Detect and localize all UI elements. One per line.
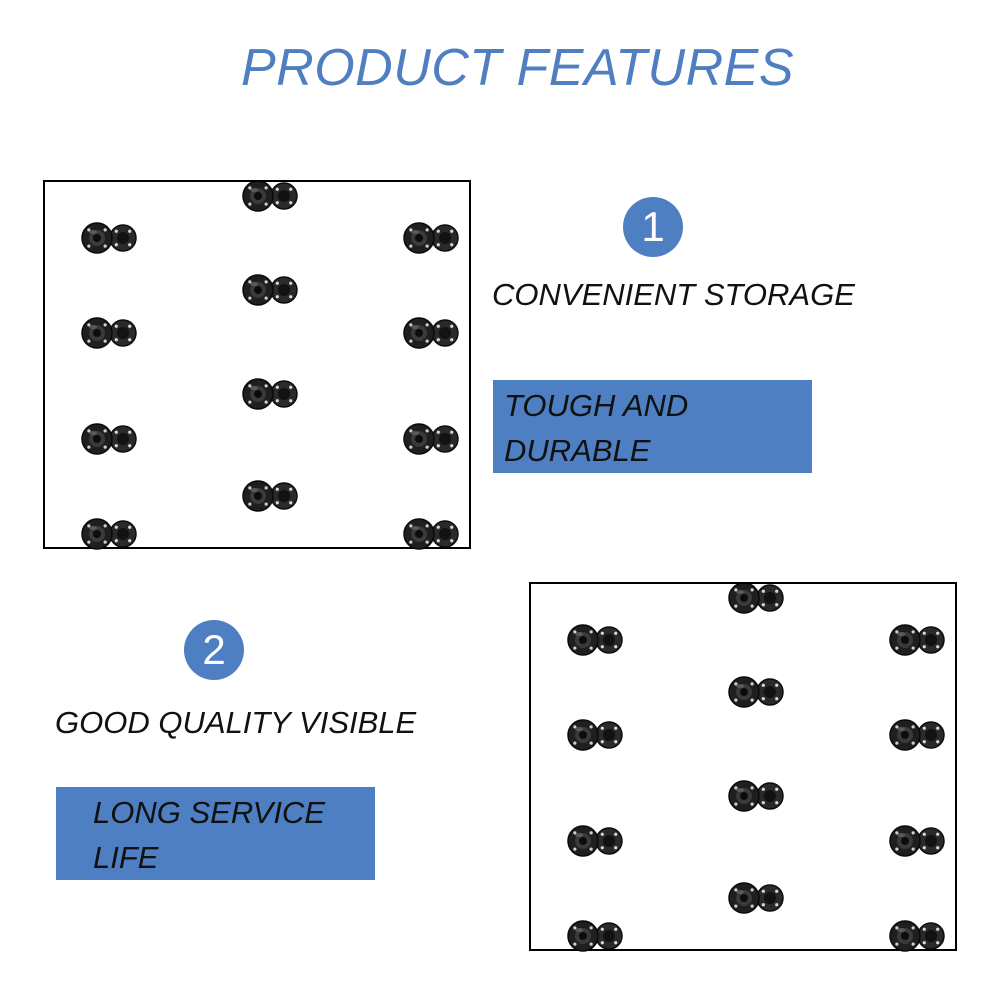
feature-number-badge-1: 1 — [623, 197, 683, 257]
product-image-panel-2 — [529, 582, 957, 952]
snap-button-pair — [81, 317, 137, 349]
snap-buttons-illustration-2 — [567, 584, 945, 952]
feature-highlight-1: TOUGH AND DURABLE — [493, 380, 812, 473]
feature-highlight-1-line-1: TOUGH AND — [504, 388, 689, 423]
snap-button-pair — [81, 222, 137, 254]
feature-highlight-1-line-2: DURABLE — [504, 433, 651, 468]
feature-highlight-2-line-1: LONG SERVICE — [93, 795, 326, 830]
snap-button-pair — [242, 182, 298, 212]
snap-button-pair — [81, 518, 137, 550]
snap-button-pair — [403, 518, 459, 550]
feature-title-2: GOOD QUALITY VISIBLE — [55, 705, 417, 740]
snap-button-pair — [889, 624, 945, 656]
snap-button-pair — [728, 676, 784, 708]
snap-button-pair — [567, 825, 623, 857]
snap-button-pair — [567, 920, 623, 952]
feature-title-1: CONVENIENT STORAGE — [492, 277, 855, 312]
snap-button-pair — [403, 423, 459, 455]
page-title: PRODUCT FEATURES — [240, 39, 795, 97]
snap-button-pair — [728, 584, 784, 614]
snap-button-pair — [889, 920, 945, 952]
feature-highlight-2-line-2: LIFE — [93, 840, 159, 875]
snap-button-pair — [403, 317, 459, 349]
snap-button-pair — [242, 274, 298, 306]
product-image-panel-1 — [43, 180, 471, 550]
snap-button-pair — [567, 719, 623, 751]
snap-button-pair — [403, 222, 459, 254]
snap-button-pair — [889, 719, 945, 751]
snap-buttons-illustration-1 — [81, 182, 459, 550]
snap-button-pair — [81, 423, 137, 455]
snap-button-pair — [728, 780, 784, 812]
snap-button-pair — [242, 480, 298, 512]
snap-button-pair — [728, 882, 784, 914]
feature-highlight-2: LONG SERVICE LIFE — [56, 787, 375, 880]
snap-button-pair — [889, 825, 945, 857]
snap-button-pair — [242, 378, 298, 410]
feature-number-badge-2: 2 — [184, 620, 244, 680]
snap-button-pair — [567, 624, 623, 656]
